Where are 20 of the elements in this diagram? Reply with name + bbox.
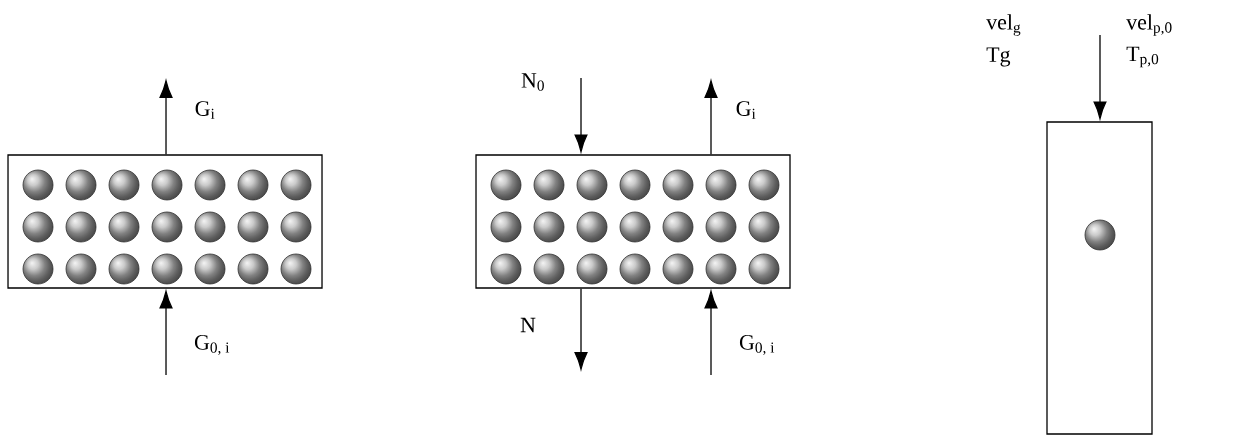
edge-label: G$_{i}$ <box>736 101 756 119</box>
arrow <box>574 288 588 370</box>
arrow <box>159 80 173 155</box>
arrow <box>704 290 718 376</box>
label-text: vel$_{p,0}$ <box>1126 14 1172 36</box>
arrow <box>574 77 588 153</box>
arrow <box>704 80 718 155</box>
edge-label: G$_{i}$ <box>195 101 215 119</box>
edge-label: G$_{0, i}$ <box>739 335 775 355</box>
arrow <box>1093 34 1107 120</box>
vessel-box <box>1046 121 1153 435</box>
vessel-box <box>475 154 791 289</box>
label-text: Tg <box>986 47 1011 67</box>
edge-label: N <box>520 317 536 333</box>
edge-label: N$_{0}$ <box>521 73 544 91</box>
label-text: vel$_{g}$ <box>986 14 1021 36</box>
label-text: T$_{p,0}$ <box>1126 46 1159 68</box>
vessel-box <box>7 154 323 289</box>
edge-label: G$_{0, i}$ <box>194 335 230 355</box>
arrow <box>159 290 173 376</box>
